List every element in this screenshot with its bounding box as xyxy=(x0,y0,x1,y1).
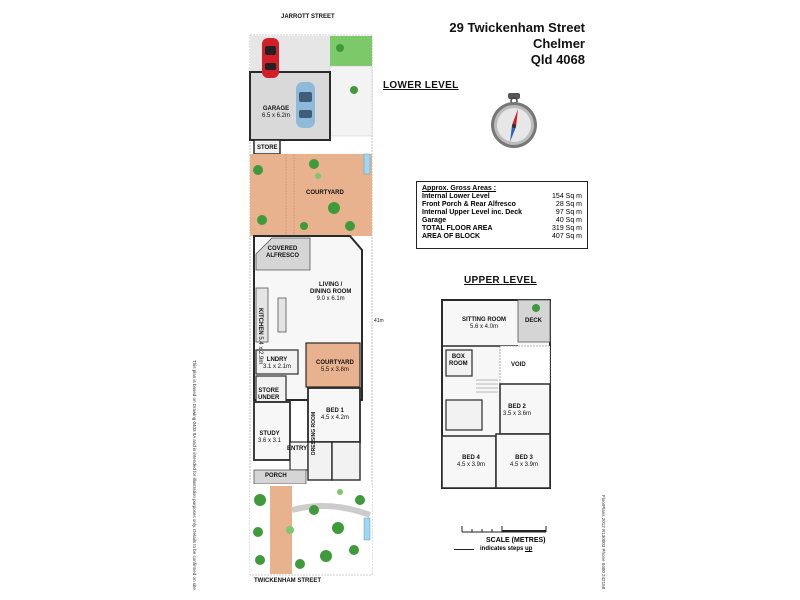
steps-note: indicates steps up xyxy=(480,546,533,552)
room-porch: PORCH xyxy=(265,473,287,479)
upper-level-plan xyxy=(441,299,551,489)
address-line-1: 29 Twickenham Street xyxy=(449,20,585,35)
room-dressing: DRESSING ROOM xyxy=(311,411,317,455)
gross-areas-title: Approx. Gross Areas : xyxy=(422,185,497,192)
scale-bar xyxy=(461,526,547,533)
address-line-2: Chelmer xyxy=(532,36,585,51)
room-kitchen: KITCHEN 5.4 x 2.9m xyxy=(257,308,263,365)
scale-label: SCALE (METRES) xyxy=(486,537,546,544)
steps-arrow-icon xyxy=(454,549,474,550)
upper-level-heading: UPPER LEVEL xyxy=(464,275,537,286)
address-line-3: Qld 4068 xyxy=(530,52,585,67)
bottom-street-label: TWICKENHAM STREET xyxy=(254,578,321,584)
compass-icon xyxy=(491,93,537,148)
side-dimension: 41m xyxy=(374,318,384,324)
credit-text: FloorPlans 2012 R130003 Phone 0400 24215… xyxy=(601,495,606,590)
gross-areas-table: Approx. Gross Areas : Internal Lower Lev… xyxy=(416,181,588,249)
room-entry: ENTRY xyxy=(287,446,308,452)
lower-level-plan xyxy=(249,34,373,576)
lower-level-heading: LOWER LEVEL xyxy=(383,80,459,91)
room-store: STORE xyxy=(257,145,278,151)
disclaimer-text: This plan is based on Drawing 0403 8A an… xyxy=(192,360,197,592)
room-deck: DECK xyxy=(525,318,543,324)
top-street-label: JARROTT STREET xyxy=(281,14,335,20)
room-courtyard-rear: COURTYARD xyxy=(306,190,344,196)
room-void: VOID xyxy=(511,362,526,368)
